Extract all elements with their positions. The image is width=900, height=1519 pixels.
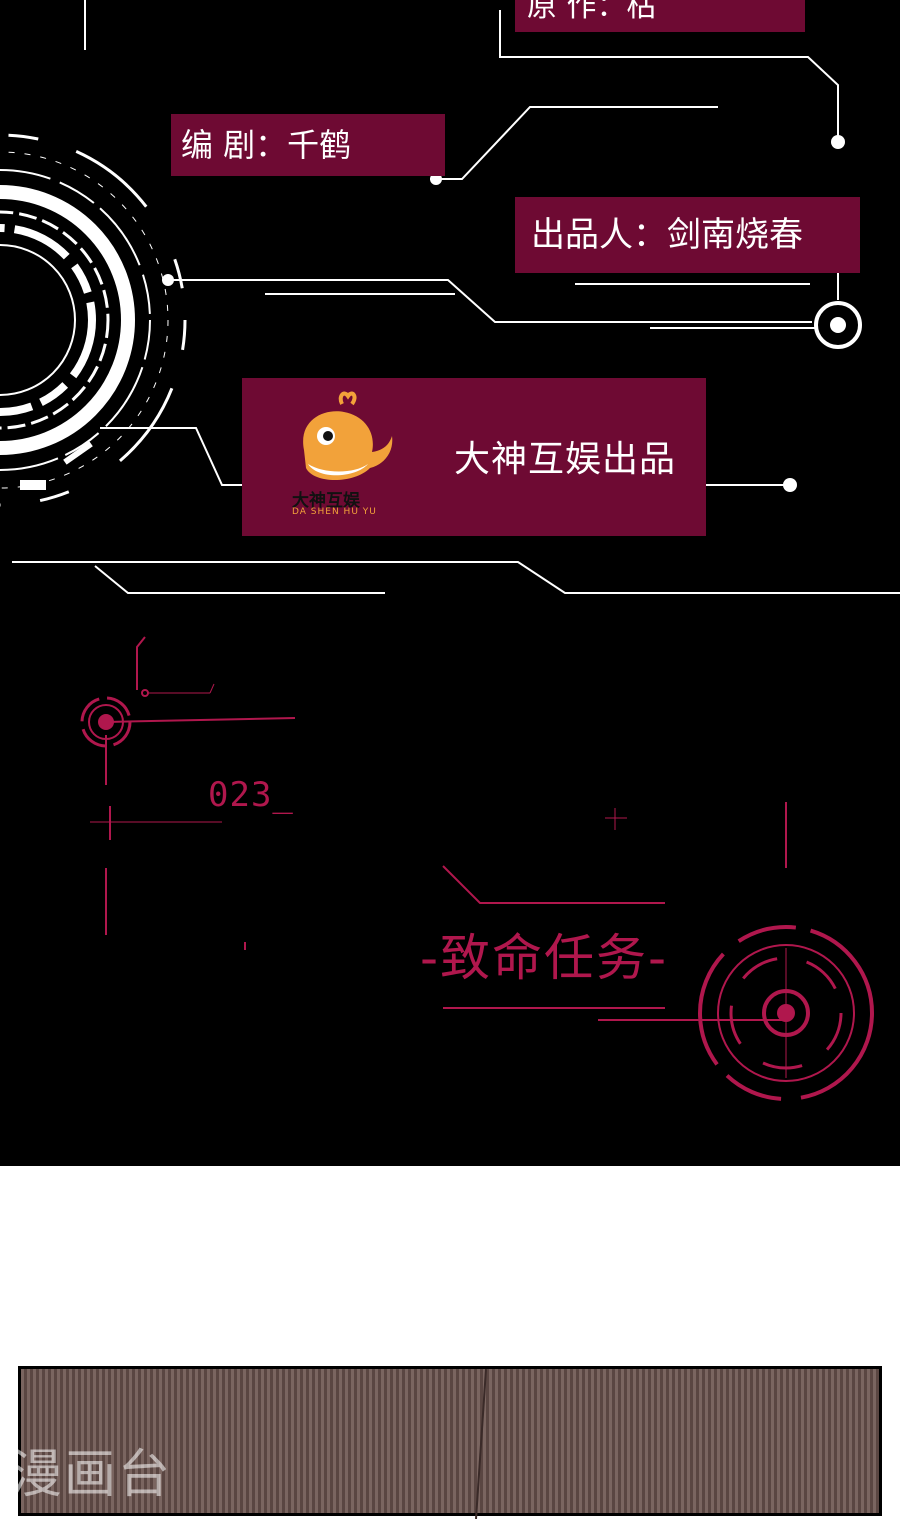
producer-credit: 出品人：剑南烧春 [515, 197, 860, 273]
studio-logo-text: 大神互娱 [292, 491, 360, 511]
next-comic-panel [18, 1366, 882, 1519]
studio-name: 大神互娱出品 [454, 439, 677, 480]
watermark: 漫画台 [10, 1445, 173, 1505]
chapter-counter: 023_ [208, 775, 294, 815]
title-panel: 原 作：枯 编 剧：千鹤 出品人：剑南烧春 大神互娱 DA SHEN HU YU… [0, 0, 900, 1166]
chapter-title: -致命任务- [420, 929, 669, 987]
hud-line-art [0, 0, 900, 1101]
panel-crack-line [475, 1369, 487, 1519]
whale-logo-icon [303, 391, 393, 480]
studio-logo-subtext: DA SHEN HU YU [292, 507, 377, 517]
original-author-credit: 原 作：枯 [515, 0, 805, 32]
studio-banner: 大神互娱 DA SHEN HU YU 大神互娱出品 [242, 378, 706, 536]
writer-credit: 编 剧：千鹤 [171, 114, 445, 176]
